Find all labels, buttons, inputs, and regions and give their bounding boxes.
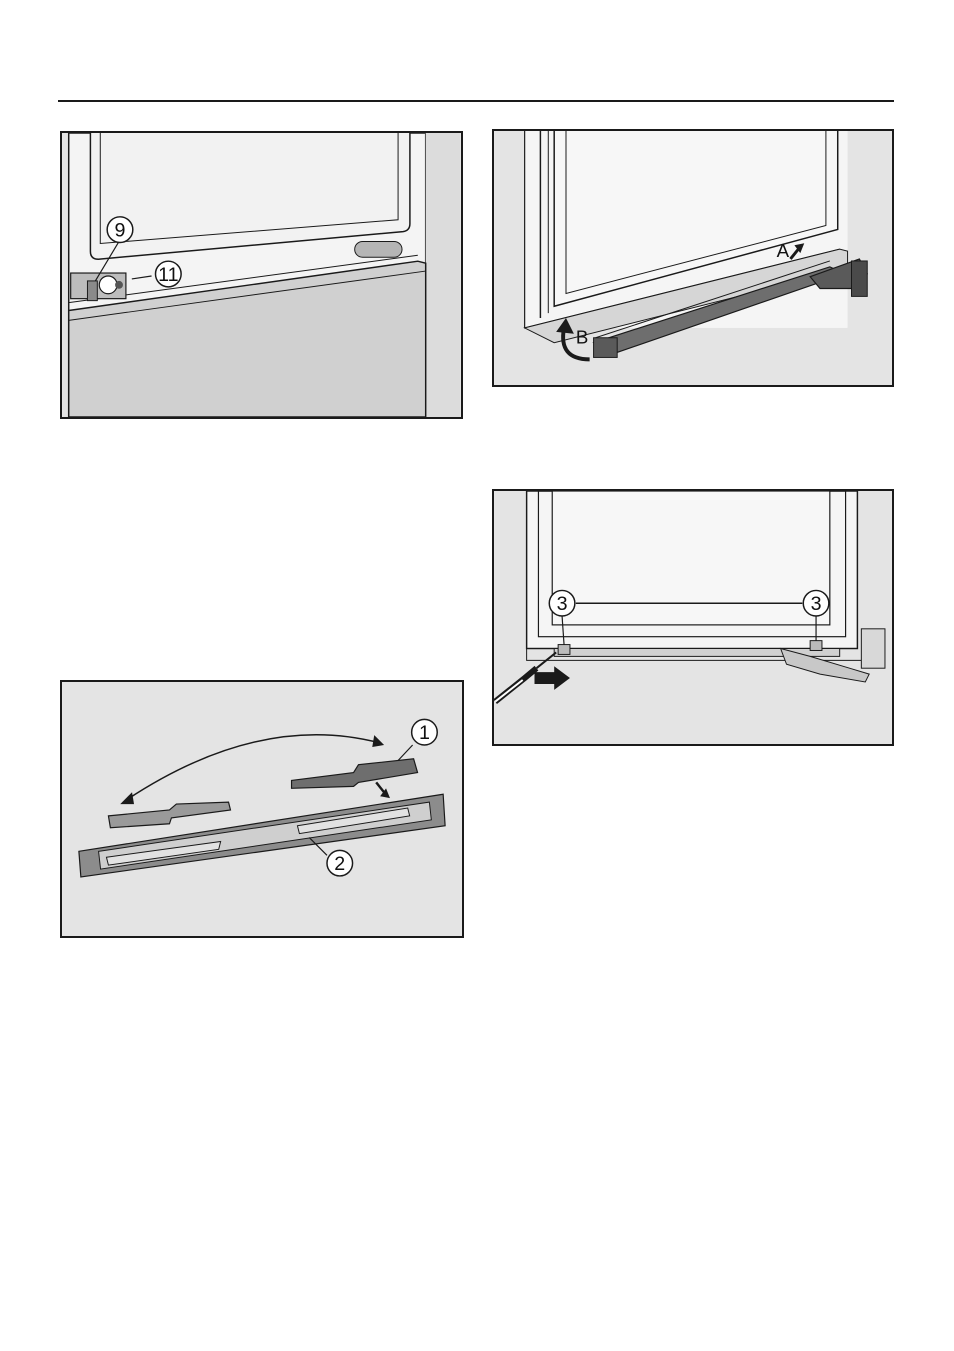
callout-2: 2 (334, 853, 345, 875)
figure-door-hinge: 9 11 (60, 131, 463, 419)
callout-3-left: 3 (557, 593, 568, 615)
label-a: A (777, 240, 790, 261)
callout-3-right: 3 (811, 593, 822, 615)
label-b: B (576, 327, 588, 348)
figure-slide-repositioning-drawing: 1 2 (62, 682, 462, 936)
callout-1: 1 (419, 722, 430, 744)
figure-screw-loosening-drawing: 3 3 (494, 491, 892, 744)
figure-screw-loosening: 3 3 (492, 489, 894, 746)
callout-9: 9 (115, 220, 126, 242)
figure-bracket-rotate-drawing: A B (494, 131, 892, 385)
figure-bracket-rotate: A B (492, 129, 894, 387)
figure-door-hinge-drawing: 9 11 (62, 133, 461, 417)
callout-11: 11 (158, 264, 178, 286)
header-rule (58, 100, 894, 102)
figure-slide-repositioning: 1 2 (60, 680, 464, 938)
